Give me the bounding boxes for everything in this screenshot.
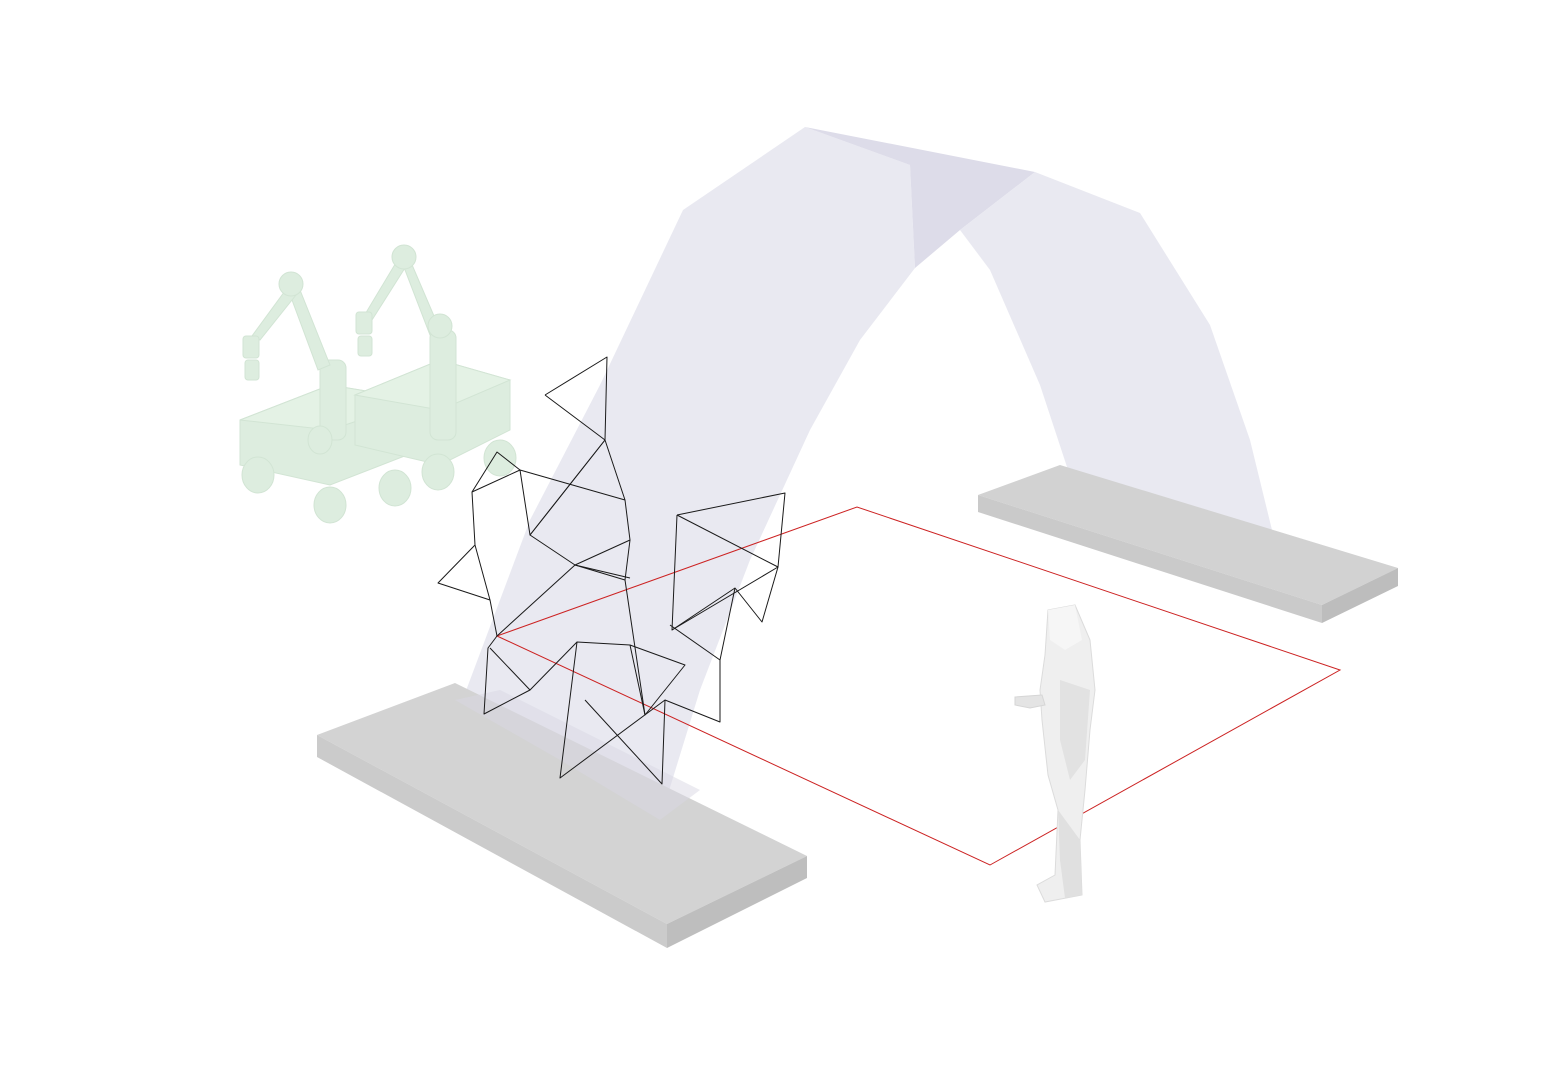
left-base-slab xyxy=(317,683,807,948)
work-area-boundary xyxy=(495,506,1342,866)
mobile-robot-arms xyxy=(239,244,517,524)
human-figure xyxy=(1014,604,1096,903)
robot-front xyxy=(353,244,517,507)
triangulated-truss xyxy=(437,356,786,785)
arch-crown xyxy=(805,127,1035,268)
arch-left-leg xyxy=(455,127,915,820)
right-base-slab xyxy=(978,465,1398,623)
arch-right-leg xyxy=(960,172,1272,530)
arch-shell xyxy=(455,127,1272,820)
